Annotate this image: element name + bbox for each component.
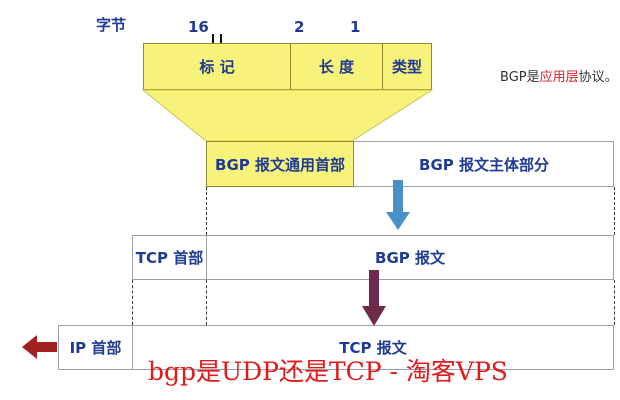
size-2-label: 2 xyxy=(294,18,305,36)
tcp-header-cell: TCP 首部 xyxy=(133,236,207,279)
guide-line xyxy=(614,187,615,235)
guide-line xyxy=(206,280,207,325)
red-left-arrow xyxy=(22,335,57,359)
side-note: BGP是应用层协议。 xyxy=(500,66,618,85)
side-note-suffix: 协议。 xyxy=(578,70,618,85)
tcp-payload-cell: BGP 报文 xyxy=(375,249,445,267)
blue-down-arrow xyxy=(386,180,410,230)
length-field: 长 度 xyxy=(291,44,383,89)
bgp-message-body: BGP 报文主体部分 xyxy=(419,155,549,174)
size-1-label: 1 xyxy=(350,18,361,36)
bgp-header-fields: 标 记 长 度 类型 xyxy=(143,43,432,90)
bgp-common-header: BGP 报文通用首部 xyxy=(206,141,354,187)
size-16-label: 16 xyxy=(188,18,209,36)
purple-down-arrow xyxy=(362,270,386,326)
guide-line xyxy=(206,187,207,235)
break-mark-top xyxy=(212,34,222,44)
ip-header-cell: IP 首部 xyxy=(59,326,133,369)
watermark-text: bgp是UDP还是TCP - 淘客VPS xyxy=(148,357,508,386)
bgp-message-row: BGP 报文通用首部 BGP 报文主体部分 xyxy=(206,141,614,187)
side-note-prefix: BGP是 xyxy=(500,70,540,85)
type-field: 类型 xyxy=(391,58,422,76)
bytes-label: 字节 xyxy=(96,16,127,34)
guide-line xyxy=(614,280,615,325)
guide-line xyxy=(132,280,133,325)
marker-field: 标 记 xyxy=(144,44,291,89)
ip-payload-cell: TCP 报文 xyxy=(339,339,407,357)
side-note-highlight: 应用层 xyxy=(539,70,579,85)
ip-packet-row: IP 首部 TCP 报文 xyxy=(58,325,614,370)
